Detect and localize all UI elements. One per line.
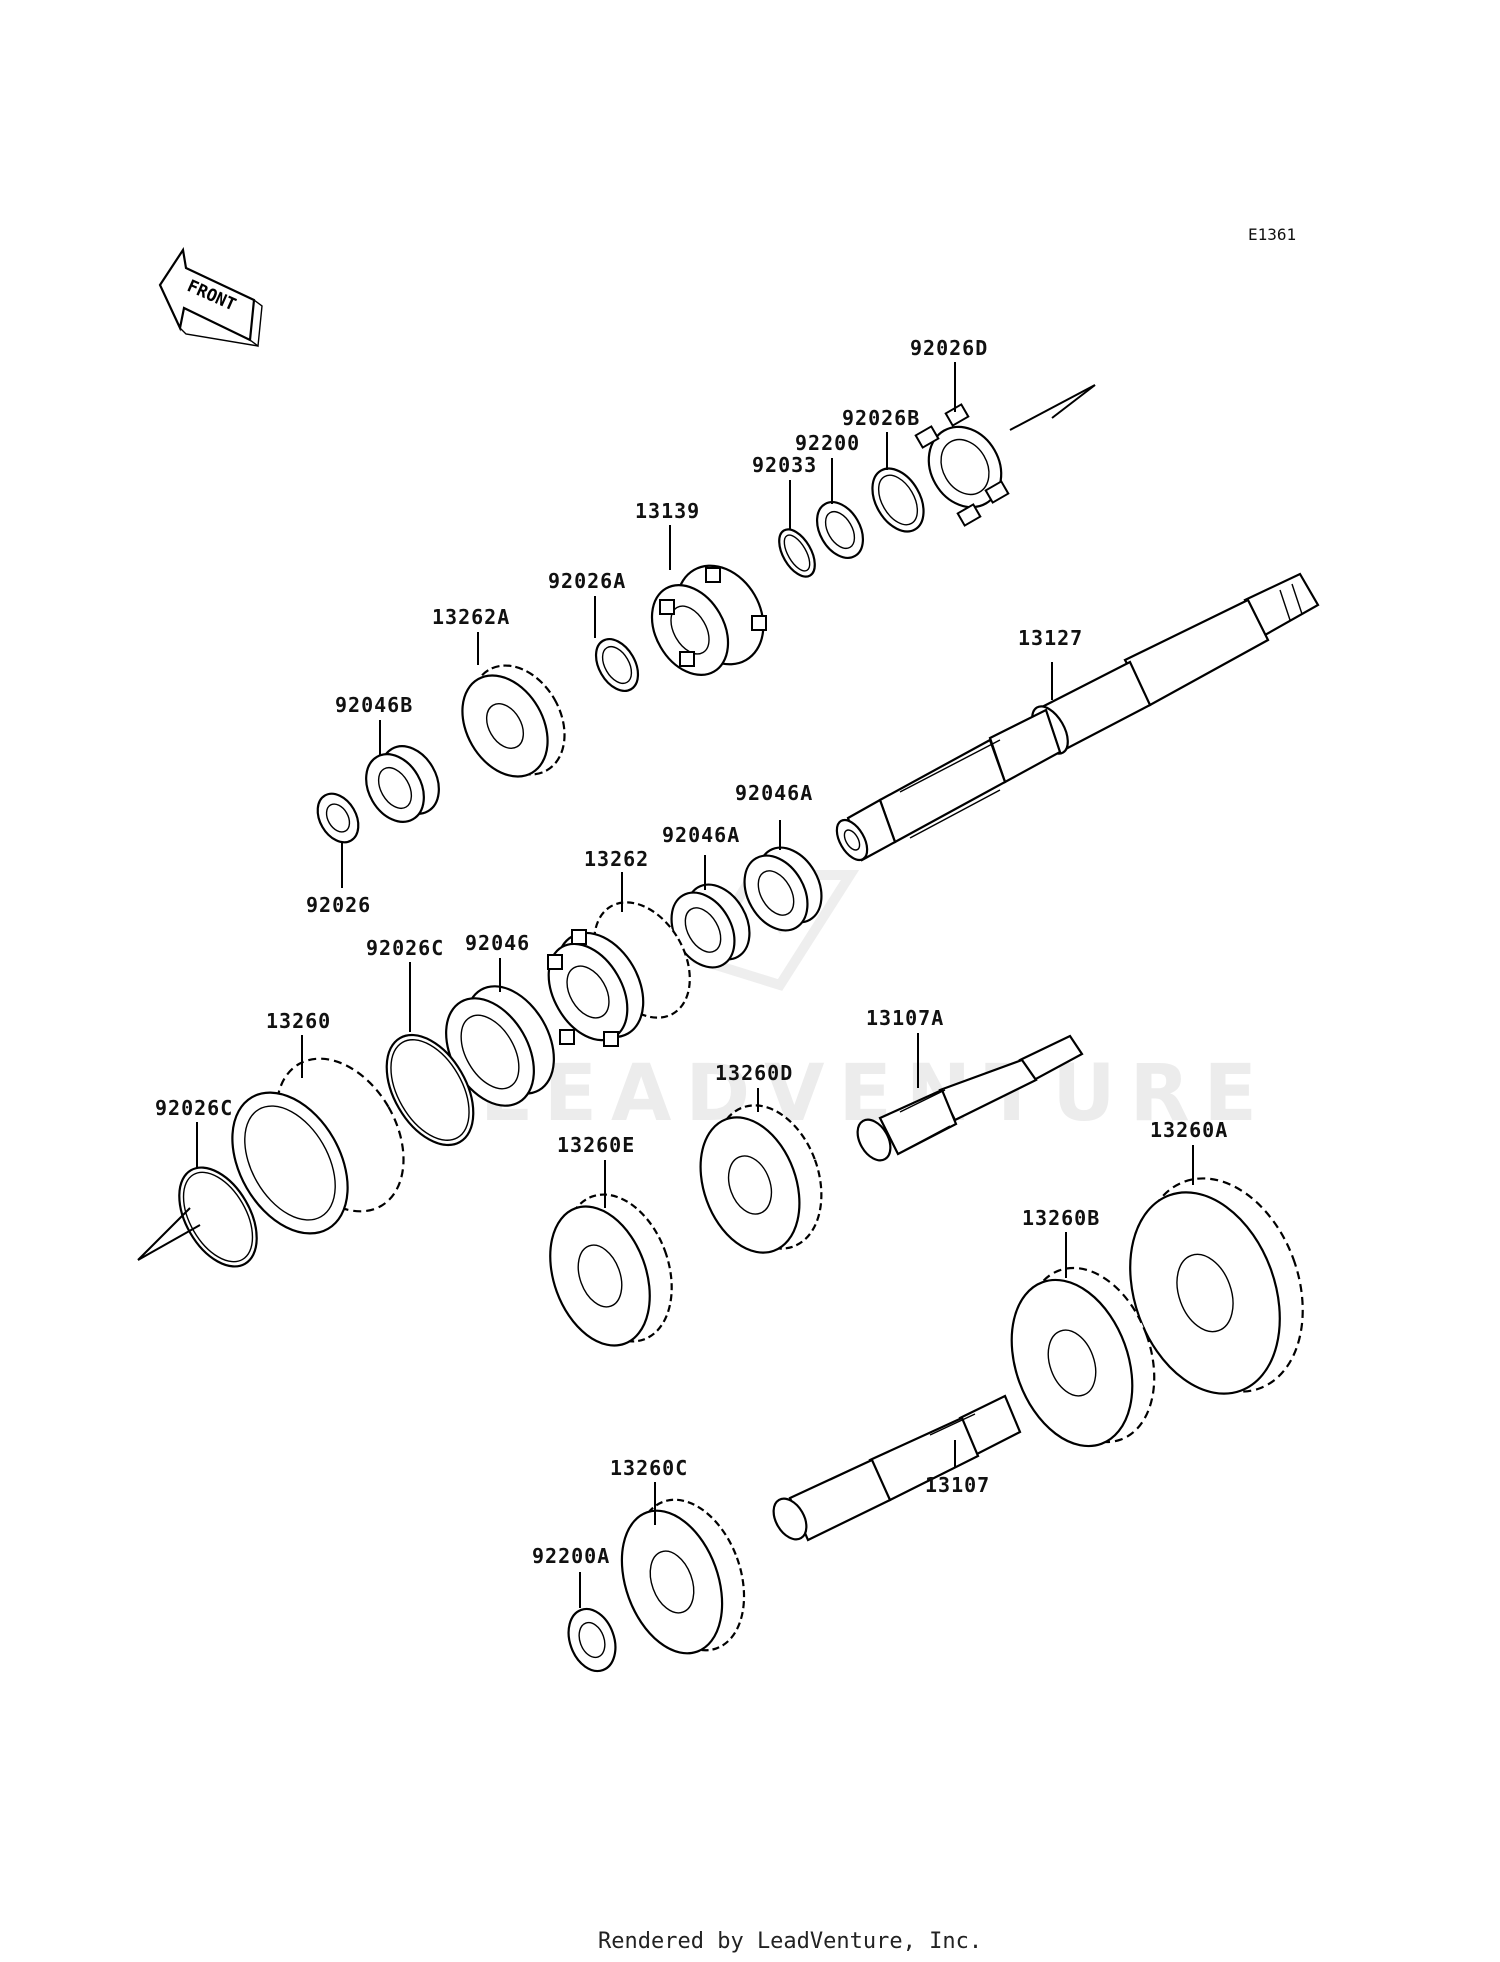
- label-92026C-1: 92026C: [366, 936, 444, 960]
- part-92046A-2: [670, 883, 751, 969]
- front-arrow-icon: FRONT: [158, 247, 263, 348]
- part-13262: [547, 901, 691, 1047]
- label-92026B: 92026B: [842, 406, 920, 430]
- label-92200: 92200: [795, 431, 860, 455]
- label-92200A: 92200A: [532, 1544, 610, 1568]
- label-13262A: 13262A: [432, 605, 510, 629]
- label-92046A-2: 92046A: [662, 823, 740, 847]
- part-13139: [650, 564, 767, 677]
- part-13260B: [1010, 1266, 1156, 1448]
- label-92026C-2: 92026C: [155, 1096, 233, 1120]
- label-92026D: 92026D: [910, 336, 988, 360]
- part-92046A-1: [743, 846, 823, 932]
- part-92200A: [567, 1607, 617, 1673]
- part-92033: [778, 528, 816, 578]
- part-13127: [835, 572, 1320, 862]
- label-13260: 13260: [266, 1009, 331, 1033]
- label-13139: 13139: [635, 499, 700, 523]
- credit-text: Rendered by LeadVenture, Inc.: [598, 1929, 982, 1954]
- part-92026A: [594, 638, 640, 692]
- label-13107: 13107: [925, 1473, 990, 1497]
- part-92046: [445, 985, 555, 1107]
- label-92026A: 92026A: [548, 569, 626, 593]
- part-92046B: [365, 745, 440, 823]
- part-13262A: [461, 664, 566, 778]
- label-13127: 13127: [1018, 626, 1083, 650]
- part-13260: [231, 1057, 405, 1235]
- label-13260E: 13260E: [557, 1133, 635, 1157]
- part-92026D: [914, 403, 1010, 527]
- part-13260A: [1129, 1177, 1304, 1395]
- label-92046B: 92046B: [335, 693, 413, 717]
- part-92026C-2: [178, 1166, 258, 1268]
- part-92026: [316, 792, 360, 844]
- label-92046A-1: 92046A: [735, 781, 813, 805]
- part-13260D: [699, 1104, 823, 1254]
- part-92026C-1: [385, 1033, 475, 1147]
- part-13107A: [856, 1034, 1084, 1162]
- part-13107: [772, 1394, 1022, 1542]
- label-13260D: 13260D: [715, 1061, 793, 1085]
- label-13262: 13262: [584, 847, 649, 871]
- part-13260C: [620, 1498, 746, 1655]
- diagram-code: E1361: [1248, 225, 1296, 244]
- label-13260A: 13260A: [1150, 1118, 1228, 1142]
- part-13260E: [549, 1193, 673, 1347]
- label-13260B: 13260B: [1022, 1206, 1100, 1230]
- label-92046: 92046: [465, 931, 530, 955]
- label-13107A: 13107A: [866, 1006, 944, 1030]
- label-13260C: 13260C: [610, 1456, 688, 1480]
- leader-lines: [196, 362, 1194, 1608]
- label-92026: 92026: [306, 893, 371, 917]
- part-92200: [815, 501, 865, 559]
- label-92033: 92033: [752, 453, 817, 477]
- part-92026B: [871, 467, 925, 533]
